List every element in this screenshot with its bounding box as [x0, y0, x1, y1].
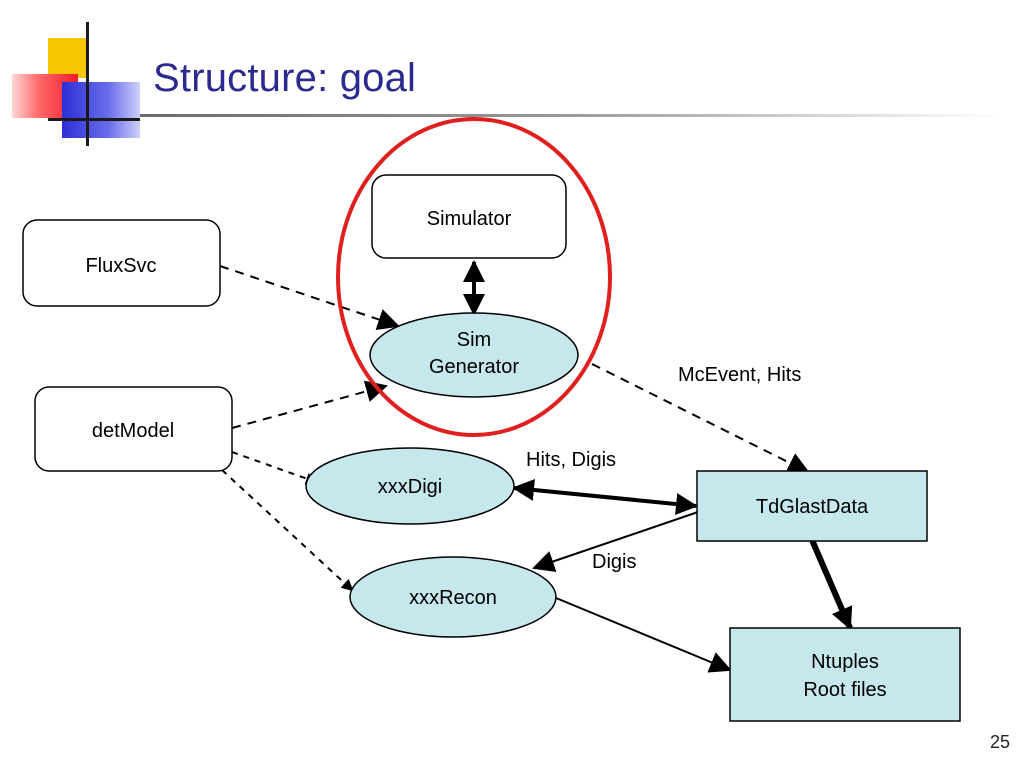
- node-fluxsvc-label: FluxSvc: [85, 255, 156, 277]
- node-xxxdigi: [305, 447, 515, 525]
- edge-label-mcevent-hits: McEvent, Hits: [678, 364, 801, 386]
- node-sim-generator: [369, 312, 579, 398]
- edge-detmodel-to-xxxrecon: [221, 469, 354, 592]
- node-xxxrecon: [349, 556, 557, 638]
- edge-tdglastdata-to-xxxrecon: [532, 511, 699, 572]
- node-simulator-label: Simulator: [427, 208, 512, 230]
- slide-title: Structure: goal: [153, 56, 417, 100]
- edge-fluxsvc-to-simgen: [219, 265, 400, 331]
- page-number: 25: [989, 732, 1010, 752]
- logo-blue-square: [62, 82, 140, 138]
- node-fluxsvc: [22, 219, 221, 307]
- logo-yellow-square: [48, 38, 88, 78]
- node-ntuples-line1: Ntuples: [811, 651, 879, 673]
- node-tdglastdata-label: TdGlastData: [756, 496, 869, 518]
- highlight-ring: [336, 117, 612, 437]
- logo-vertical-line: [86, 22, 89, 146]
- slide-logo: [0, 0, 150, 150]
- node-simulator: [371, 174, 567, 259]
- edge-simgen-to-tdglastdata: [591, 363, 810, 473]
- edge-tdglastdata-to-ntuples: [809, 538, 853, 630]
- edge-detmodel-to-xxxdigi: [231, 451, 318, 485]
- node-ntuples: [729, 627, 961, 722]
- logo-horizontal-line: [48, 118, 140, 121]
- node-sim-generator-line1: Sim: [457, 329, 491, 351]
- edge-xxxdigi-tdglastdata: [512, 479, 698, 515]
- edge-detmodel-to-simgen: [231, 380, 388, 429]
- node-xxxdigi-label: xxxDigi: [378, 476, 442, 498]
- edge-xxxrecon-to-ntuples: [555, 597, 732, 673]
- node-tdglastdata: [696, 470, 928, 542]
- edge-label-hits-digis: Hits, Digis: [526, 449, 616, 471]
- node-sim-generator-line2: Generator: [429, 356, 519, 378]
- node-ntuples-line2: Root files: [803, 679, 886, 701]
- node-detmodel: [34, 386, 233, 472]
- node-detmodel-label: detModel: [92, 420, 174, 442]
- title-underline: [140, 114, 1000, 117]
- edge-label-digis: Digis: [592, 551, 636, 573]
- node-xxxrecon-label: xxxRecon: [409, 587, 497, 609]
